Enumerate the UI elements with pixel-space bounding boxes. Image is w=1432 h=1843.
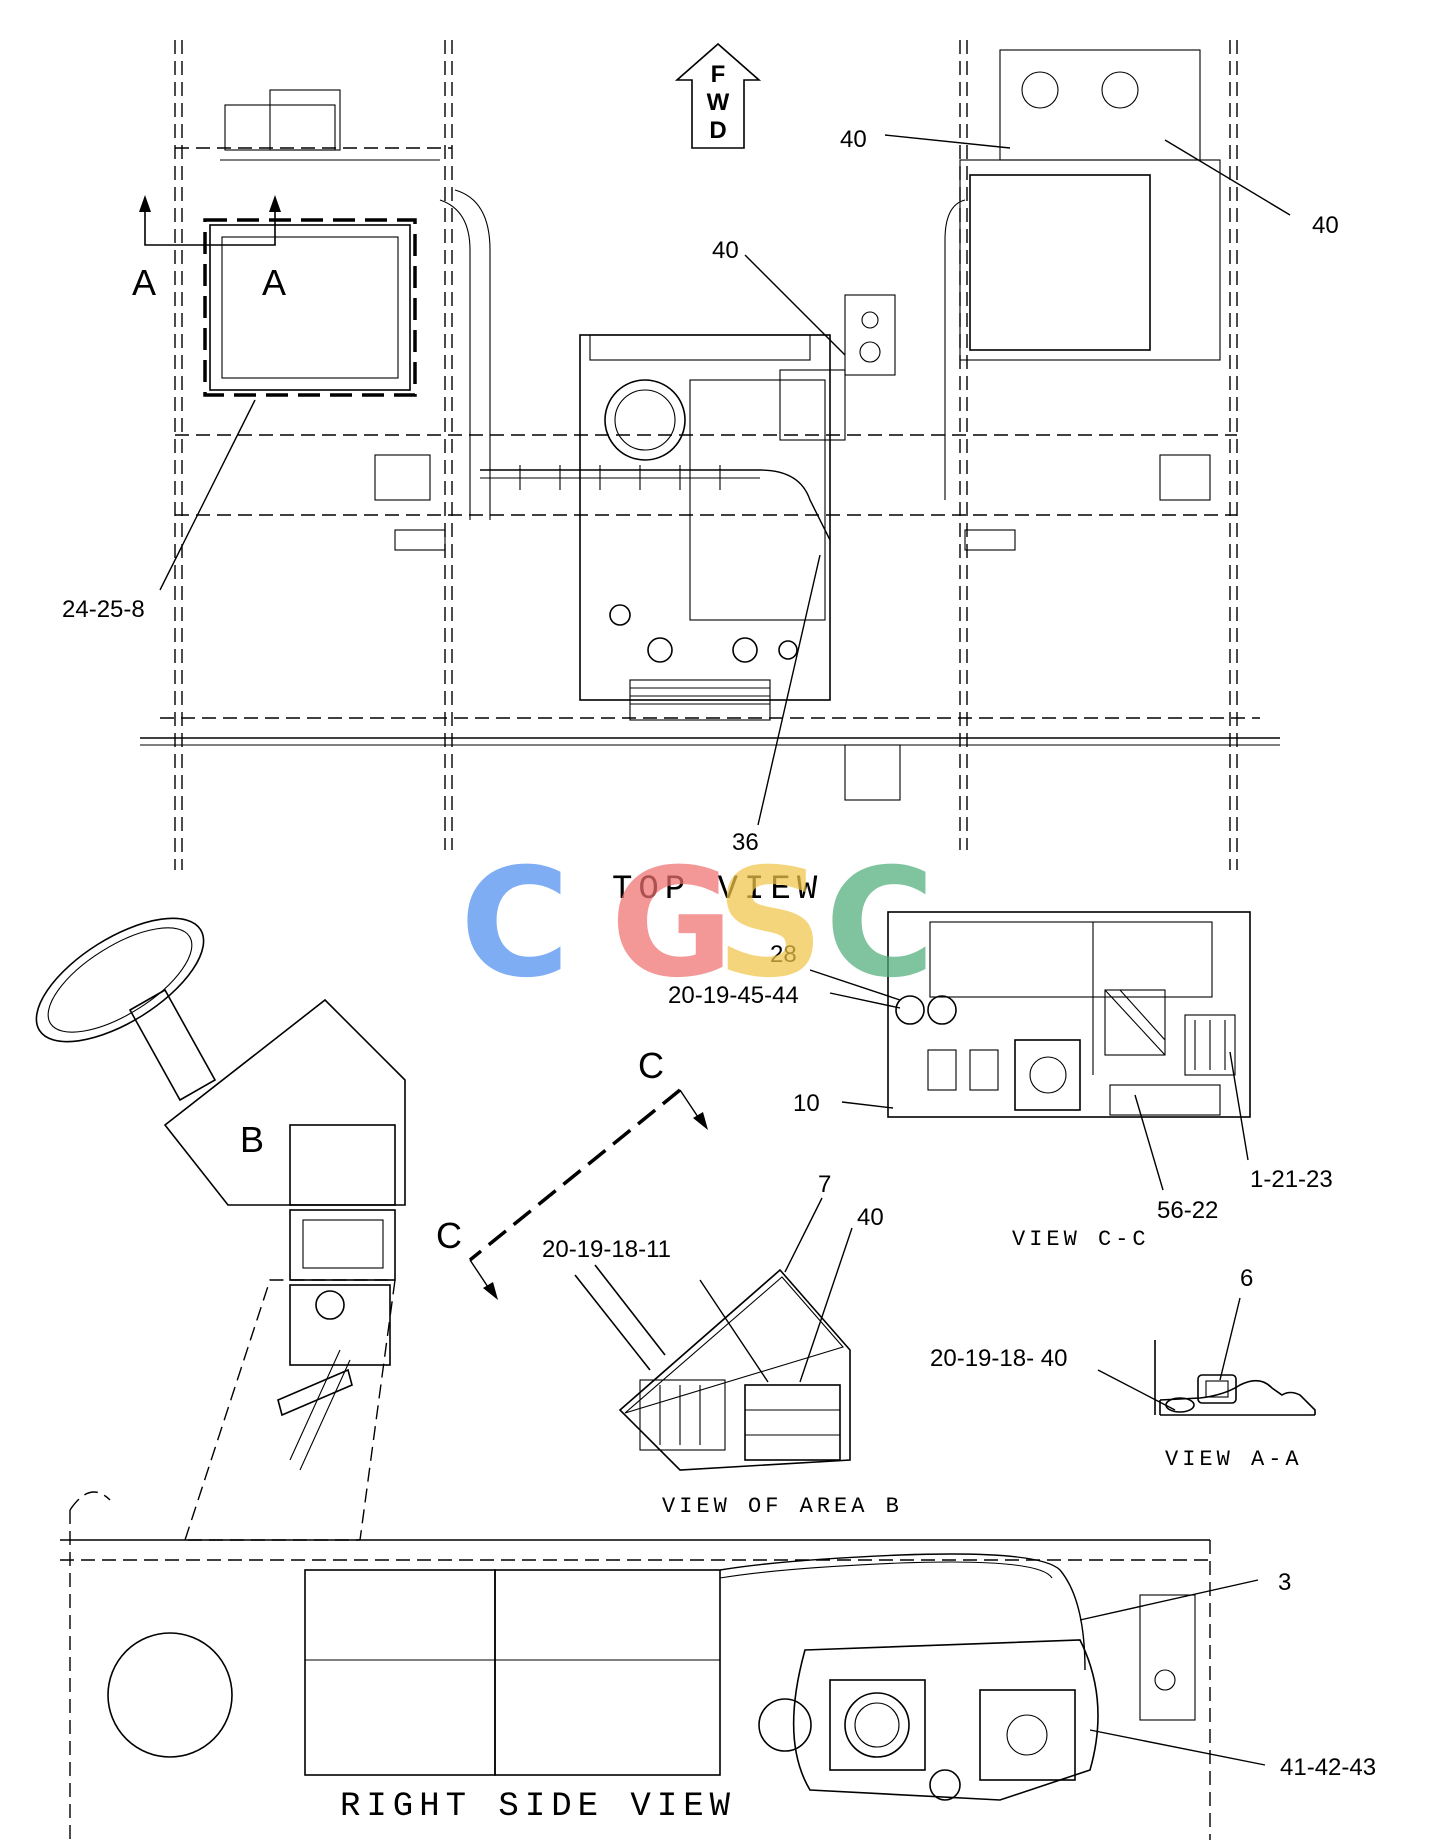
callout-40: 40 (840, 126, 867, 153)
section-a-left: A (132, 262, 156, 303)
view-c-c-callouts: 28 20-19-45-44 10 56-22 1-21-23 (668, 941, 1333, 1224)
section-c-lower: C (436, 1215, 462, 1256)
callout-7: 7 (818, 1171, 831, 1198)
callout-6: 6 (1240, 1265, 1253, 1292)
callout-10: 10 (793, 1090, 820, 1117)
watermark-letter-c: C (460, 837, 570, 1011)
callout-1-21-23: 1-21-23 (1250, 1166, 1333, 1193)
watermark-letter-s: S (716, 837, 824, 1011)
callout-40: 40 (857, 1204, 884, 1231)
right-side-view: B (35, 917, 1211, 1840)
view-c-c (887, 911, 1251, 1118)
top-callouts: 40 40 40 24-25-8 36 (62, 126, 1339, 856)
view-c-c-title: VIEW C-C (1012, 1227, 1150, 1252)
fwd-letter-w: W (707, 89, 730, 116)
section-a-right: A (262, 262, 286, 303)
callout-24-25-8: 24-25-8 (62, 596, 145, 623)
watermark-letter-g: G (610, 837, 733, 1011)
watermark-letter-c: C (825, 837, 935, 1011)
fwd-letter-f: F (711, 61, 726, 88)
right-side-callouts: 3 41-42-43 (1079, 1569, 1376, 1781)
view-a-a-callouts: 6 20-19-18- 40 (930, 1265, 1253, 1411)
top-view-title: TOP VIEW (612, 871, 823, 909)
callout-40: 40 (712, 237, 739, 264)
view-a-a (1154, 1340, 1316, 1416)
callout-3: 3 (1278, 1569, 1291, 1596)
fwd-arrow-icon: F W D (674, 42, 762, 149)
callout-36: 36 (732, 829, 759, 856)
callout-56-22: 56-22 (1157, 1197, 1218, 1224)
view-a-a-title: VIEW A-A (1165, 1447, 1303, 1472)
callout-20-19-18-11: 20-19-18-11 (542, 1236, 671, 1263)
callout-20-19-18-40: 20-19-18- 40 (930, 1345, 1067, 1372)
top-view (139, 40, 1280, 870)
section-b-label: B (240, 1119, 264, 1160)
callout-20-19-45-44: 20-19-45-44 (668, 982, 799, 1009)
callout-28: 28 (770, 941, 797, 968)
callout-41-42-43: 41-42-43 (1280, 1754, 1376, 1781)
section-c-line: C C (436, 1045, 708, 1300)
fwd-letter-d: D (709, 117, 726, 144)
right-side-view-title: RIGHT SIDE VIEW (340, 1788, 736, 1826)
view-of-area-b (574, 1264, 851, 1471)
section-c-upper: C (638, 1045, 664, 1086)
view-of-area-b-title: VIEW OF AREA B (662, 1494, 903, 1519)
view-of-area-b-callouts: 7 40 20-19-18-11 (542, 1171, 884, 1383)
callout-40: 40 (1312, 212, 1339, 239)
cgsc-watermark-logo: C G S C (460, 837, 935, 1011)
